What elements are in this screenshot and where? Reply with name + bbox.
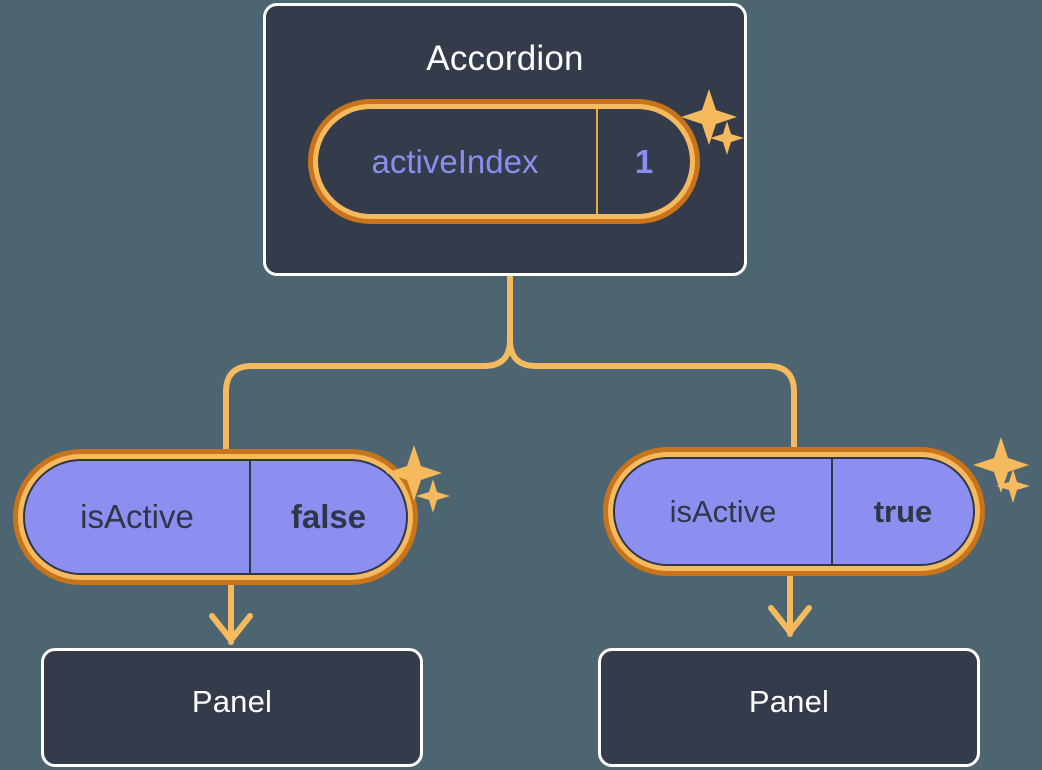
state-key-label: isActive xyxy=(669,493,777,529)
state-value-label: 1 xyxy=(596,109,690,214)
state-pill-band: activeIndex 1 xyxy=(313,104,695,219)
component-title-panel-right: Panel xyxy=(748,684,830,719)
state-pill-isactive-right[interactable]: isActive true xyxy=(603,447,985,576)
state-key-label: activeIndex xyxy=(371,142,539,180)
state-key-label: isActive xyxy=(80,498,194,535)
component-box-panel-left[interactable]: Panel xyxy=(41,648,423,767)
state-pill-isactive-left[interactable]: isActive false xyxy=(13,449,418,585)
state-value-label: true xyxy=(831,459,973,564)
component-box-panel-right[interactable]: Panel xyxy=(598,648,980,767)
state-value-label: false xyxy=(249,461,406,573)
state-pill-band: isActive true xyxy=(608,452,980,571)
component-title-panel-left: Panel xyxy=(191,684,273,719)
state-pill-body: isActive false xyxy=(23,459,408,575)
state-pill-body: activeIndex 1 xyxy=(318,109,690,214)
state-pill-band: isActive false xyxy=(18,454,413,580)
component-title-accordion: Accordion xyxy=(426,39,584,78)
state-pill-body: isActive true xyxy=(613,457,975,566)
state-pill-activeindex[interactable]: activeIndex 1 xyxy=(308,99,700,224)
